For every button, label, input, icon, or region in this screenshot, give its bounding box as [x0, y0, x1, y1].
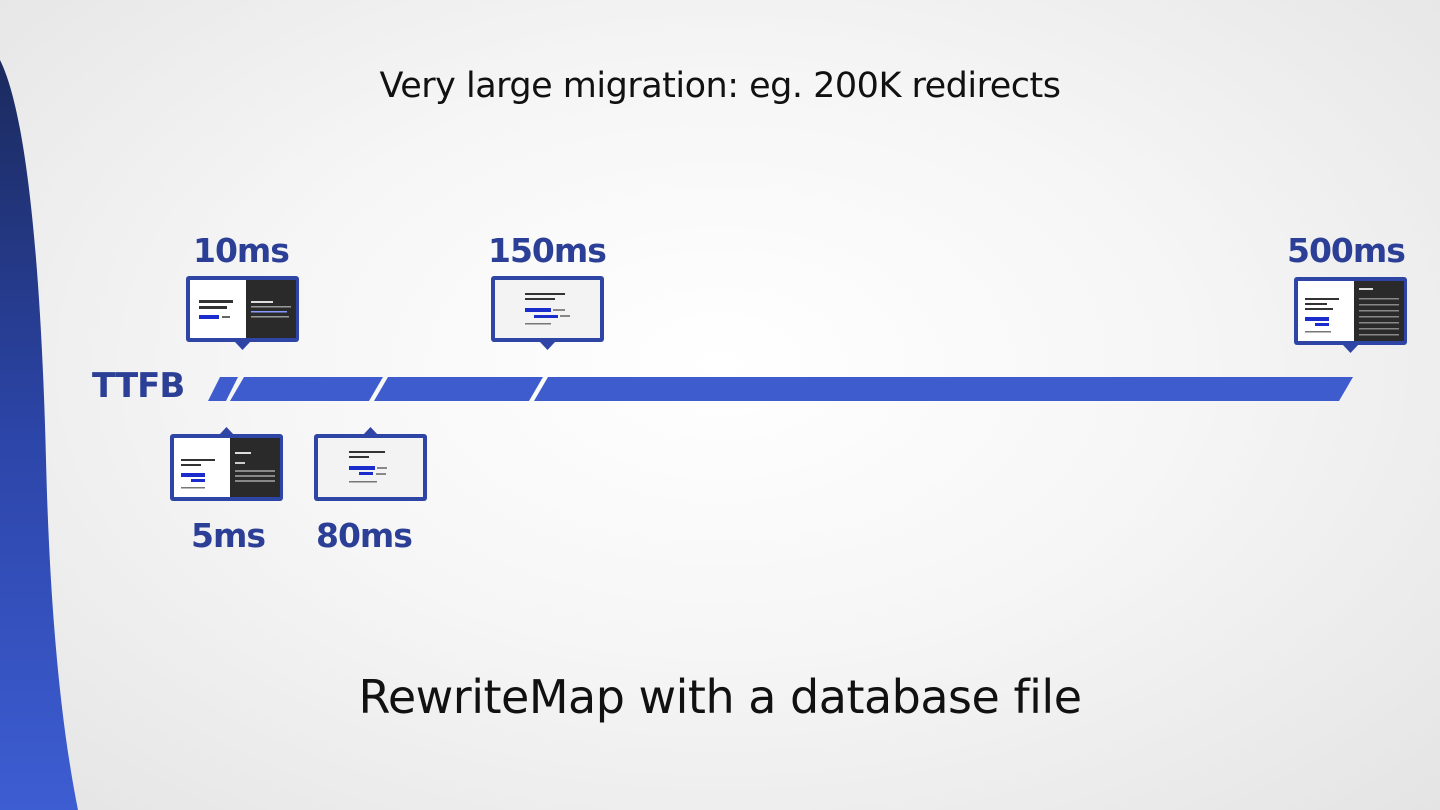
marker-label-10ms: 10ms [193, 231, 289, 270]
thumbnail-150ms [490, 275, 605, 351]
thumbnail-5ms [169, 426, 284, 502]
marker-label-80ms: 80ms [316, 516, 412, 555]
ttfb-axis-label: TTFB [92, 366, 184, 406]
slide-subtitle: RewriteMap with a database file [0, 670, 1440, 724]
slide-title: Very large migration: eg. 200K redirects [0, 66, 1440, 106]
thumbnail-80ms [313, 426, 428, 502]
thumbnail-10ms [185, 275, 300, 351]
timeline-segment-2 [230, 377, 383, 401]
thumbnail-500ms [1293, 276, 1408, 352]
marker-label-500ms: 500ms [1287, 231, 1405, 270]
timeline-segment-3 [374, 377, 543, 401]
marker-label-150ms: 150ms [488, 231, 606, 270]
ttfb-timeline-bar [200, 370, 1360, 408]
timeline-segment-4 [534, 377, 1353, 401]
marker-label-5ms: 5ms [191, 516, 265, 555]
